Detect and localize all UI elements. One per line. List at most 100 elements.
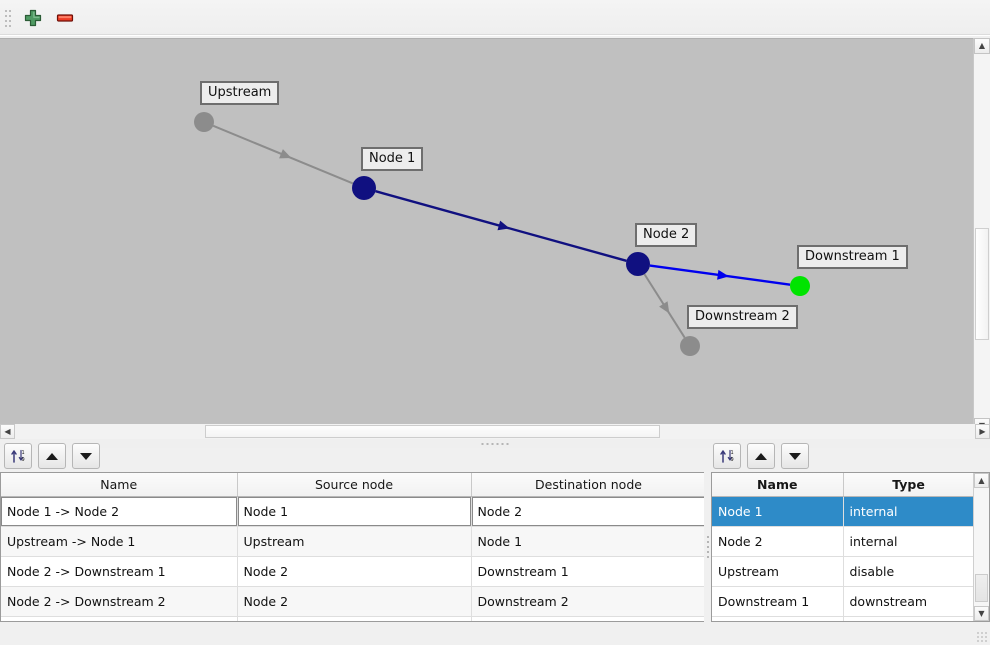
- chevron-up-icon: ▲: [978, 41, 986, 50]
- edge-cell-source[interactable]: Upstream: [237, 526, 472, 557]
- edge-cell-source[interactable]: Node 2: [237, 556, 472, 587]
- edge-cell-destination[interactable]: Node 2: [471, 496, 704, 527]
- sort-icon: 1 9: [11, 449, 25, 463]
- node-cell-type[interactable]: internal: [843, 496, 975, 527]
- node-cell-type[interactable]: disable: [843, 556, 975, 587]
- edge-move-down-button[interactable]: [72, 443, 100, 469]
- edge-cell-empty: [1, 616, 238, 621]
- edge-cell-name[interactable]: Node 1 -> Node 2: [1, 496, 238, 527]
- graph-node-downstream1[interactable]: [790, 276, 810, 296]
- canvas-vscroll-thumb[interactable]: [975, 228, 989, 340]
- edge-cell-empty: [471, 616, 704, 621]
- status-area: [0, 622, 990, 645]
- node-cell-type[interactable]: internal: [843, 526, 975, 557]
- graph-node-upstream[interactable]: [194, 112, 214, 132]
- edge-sort-button[interactable]: 1 9: [4, 443, 32, 469]
- graph-edge-arrow-node2-to-downstream1: [717, 269, 729, 280]
- edge-cell-destination[interactable]: Downstream 1: [471, 556, 704, 587]
- graph-edge-arrow-node2-to-downstream2: [659, 301, 670, 314]
- canvas-scroll-left-button[interactable]: ◀: [0, 424, 15, 439]
- chevron-right-icon: ▶: [979, 426, 986, 436]
- svg-text:1: 1: [22, 450, 25, 456]
- node-cell-name[interactable]: Node 1: [712, 496, 844, 527]
- svg-text:9: 9: [22, 457, 25, 463]
- node-toolbar: 1 9: [713, 443, 809, 469]
- node-table-header-row: Name Type: [712, 473, 975, 497]
- graph-edge-arrow-upstream-to-node1: [279, 149, 292, 159]
- svg-text:1: 1: [731, 450, 734, 456]
- canvas-vertical-scrollbar[interactable]: ▲ ▼: [973, 38, 990, 434]
- node-cell-name[interactable]: Upstream: [712, 556, 844, 587]
- canvas-scroll-right-button[interactable]: ▶: [975, 424, 990, 439]
- graph-svg: [194, 112, 810, 356]
- edge-cell-name[interactable]: Upstream -> Node 1: [1, 526, 238, 557]
- node-move-down-button[interactable]: [781, 443, 809, 469]
- triangle-up-icon: [755, 452, 767, 460]
- remove-minus-icon: [56, 14, 74, 22]
- edge-cell-source[interactable]: Node 1: [237, 496, 472, 527]
- edge-column-header-destination[interactable]: Destination node: [471, 473, 704, 497]
- toolbar-drag-handle[interactable]: [3, 7, 13, 29]
- canvas-scroll-up-button[interactable]: ▲: [974, 38, 990, 54]
- edge-column-header-name[interactable]: Name: [1, 473, 238, 497]
- edge-cell-name[interactable]: Node 2 -> Downstream 1: [1, 556, 238, 587]
- node-table-scroll-down-button[interactable]: ▼: [974, 606, 989, 621]
- remove-button[interactable]: [49, 2, 81, 34]
- graph-node-label-node2[interactable]: Node 2: [635, 223, 698, 247]
- canvas-horizontal-scrollbar[interactable]: ◀ ▶: [0, 424, 990, 439]
- graph-node-label-downstream1[interactable]: Downstream 1: [797, 245, 908, 269]
- splitter-grip: [481, 443, 509, 445]
- chevron-left-icon: ◀: [4, 426, 11, 436]
- node-column-header-type[interactable]: Type: [843, 473, 975, 497]
- edge-table[interactable]: Name Source node Destination node Node 1…: [1, 473, 704, 621]
- sort-icon: 1 9: [720, 449, 734, 463]
- node-table-scroll-thumb[interactable]: [975, 574, 988, 602]
- graph-node-node2[interactable]: [626, 252, 650, 276]
- graph-node-label-node1[interactable]: Node 1: [361, 147, 424, 171]
- edge-cell-empty: [237, 616, 472, 621]
- graph-node-label-upstream[interactable]: Upstream: [200, 81, 280, 105]
- edge-table-panel[interactable]: Name Source node Destination node Node 1…: [0, 472, 705, 622]
- graph-node-label-downstream2[interactable]: Downstream 2: [687, 305, 798, 329]
- node-table-scroll-up-button[interactable]: ▲: [974, 473, 989, 488]
- toolbar-separator: [0, 34, 990, 35]
- node-move-up-button[interactable]: [747, 443, 775, 469]
- vertical-splitter[interactable]: [704, 472, 712, 622]
- node-cell-name[interactable]: Node 2: [712, 526, 844, 557]
- node-cell-type[interactable]: downstream: [843, 586, 975, 617]
- add-plus-icon: [24, 9, 42, 27]
- triangle-up-icon: [46, 452, 58, 460]
- edge-cell-destination[interactable]: Downstream 2: [471, 586, 704, 617]
- graph-node-node1[interactable]: [352, 176, 376, 200]
- triangle-down-icon: [80, 452, 92, 460]
- resize-grip[interactable]: [977, 632, 987, 642]
- edge-cell-destination[interactable]: Node 1: [471, 526, 704, 557]
- edge-cell-name[interactable]: Node 2 -> Downstream 2: [1, 586, 238, 617]
- node-cell-name[interactable]: Downstream 1: [712, 586, 844, 617]
- edge-column-header-source[interactable]: Source node: [237, 473, 472, 497]
- edge-table-empty-row: [1, 616, 704, 621]
- node-table-vertical-scrollbar[interactable]: ▲ ▼: [973, 473, 989, 621]
- add-button[interactable]: [17, 2, 49, 34]
- svg-text:9: 9: [731, 457, 734, 463]
- canvas-hscroll-thumb[interactable]: [205, 425, 660, 438]
- horizontal-splitter[interactable]: [0, 439, 990, 448]
- edge-cell-source[interactable]: Node 2: [237, 586, 472, 617]
- edge-move-up-button[interactable]: [38, 443, 66, 469]
- node-sort-button[interactable]: 1 9: [713, 443, 741, 469]
- graph-node-downstream2[interactable]: [680, 336, 700, 356]
- node-column-header-name[interactable]: Name: [712, 473, 844, 497]
- graph-edge-arrow-node1-to-node2: [497, 220, 510, 231]
